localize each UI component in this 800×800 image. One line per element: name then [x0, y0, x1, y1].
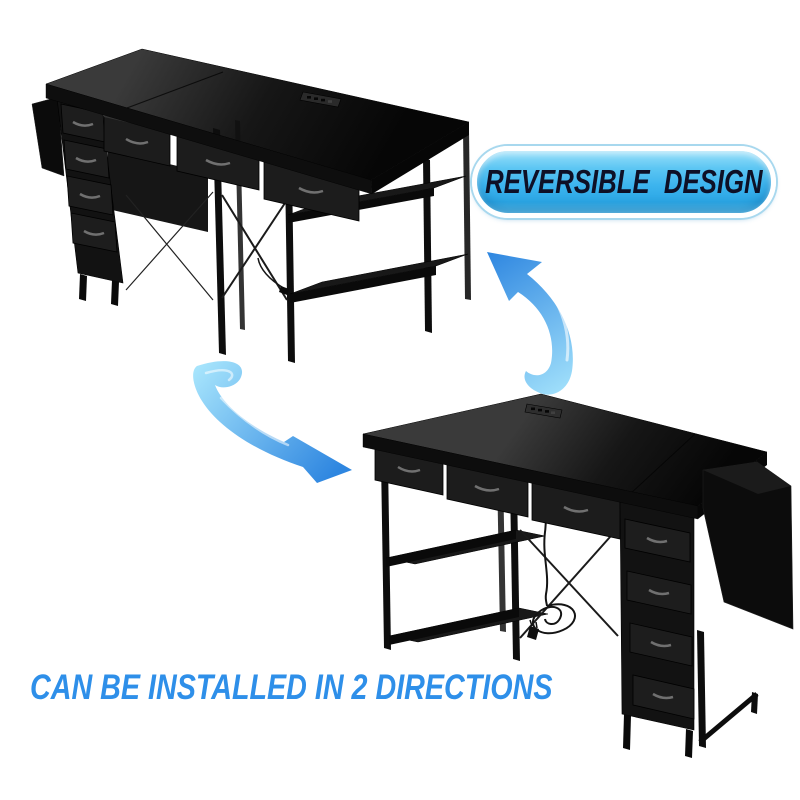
- drawer-handle: [652, 692, 674, 700]
- desk-leg: [751, 692, 758, 714]
- power-plug-prongs: [529, 619, 538, 629]
- shelf-front-edge: [386, 530, 516, 567]
- caption: CAN BE INSTALLED IN 2 DIRECTIONS: [30, 668, 770, 708]
- desk-leg: [111, 280, 119, 306]
- power-cord-coil: [532, 603, 576, 635]
- arrow-highlight: [219, 396, 290, 447]
- base-rail: [698, 692, 759, 744]
- arrow-highlight: [531, 270, 570, 362]
- desk-leg: [381, 460, 391, 650]
- desktop-right-edge: [371, 122, 469, 194]
- power-strip-outlet-dots: [307, 96, 332, 103]
- shelf-front-edge: [389, 608, 519, 645]
- drawer-handle: [563, 505, 589, 513]
- desktop-panel-seam: [629, 433, 696, 495]
- side-storage-bag: [31, 96, 65, 177]
- drawer-handle: [298, 186, 324, 194]
- desk-view-drawers-left: [31, 48, 471, 363]
- shelf-front-edge: [288, 188, 434, 223]
- x-brace: [519, 527, 619, 639]
- arrow-highlight: [204, 369, 234, 382]
- open-shelf: [289, 253, 469, 295]
- arrow-body: [193, 361, 352, 483]
- side-storage-bag-opening: [703, 462, 791, 494]
- fabric-drawer: [70, 212, 118, 253]
- desk-leg: [79, 274, 87, 301]
- power-plug: [279, 286, 289, 295]
- desk-leg: [697, 630, 706, 748]
- drawer-handle: [79, 192, 101, 199]
- drawer-handle: [646, 536, 668, 544]
- drawer-handle: [474, 484, 500, 492]
- drawer-handle: [125, 137, 149, 145]
- drawer-handle: [648, 588, 670, 596]
- power-strip: [299, 91, 342, 108]
- power-plug: [527, 626, 539, 640]
- drawer-handle: [650, 640, 672, 648]
- drawer-handle: [72, 120, 94, 127]
- arrow-body: [487, 252, 573, 395]
- desk-leg: [463, 128, 471, 300]
- desk-leg: [423, 158, 432, 333]
- rotate-arrow-down-icon: [193, 361, 352, 483]
- power-strip-outlet-dots: [531, 407, 555, 414]
- rotate-arrow-up-icon: [487, 252, 573, 395]
- fabric-drawer: [63, 139, 110, 179]
- badge-label: REVERSIBLE DESIGN: [485, 163, 763, 200]
- fabric-drawer: [66, 175, 114, 216]
- drawer-handle: [83, 229, 105, 236]
- desk-view-drawers-right: [362, 393, 794, 758]
- drawer-handle: [205, 158, 231, 166]
- reversible-design-badge: REVERSIBLE DESIGN: [472, 146, 776, 218]
- fabric-drawer: [624, 518, 691, 563]
- x-brace: [125, 191, 214, 301]
- desk-leg: [623, 714, 631, 750]
- shelf-front-edge: [290, 266, 436, 303]
- caption-label: CAN BE INSTALLED IN 2 DIRECTIONS: [30, 668, 553, 707]
- desk-leg: [685, 729, 693, 758]
- drawer-handle: [397, 465, 421, 473]
- drawer-handle: [75, 156, 97, 163]
- desktop-panel-seam: [126, 71, 224, 109]
